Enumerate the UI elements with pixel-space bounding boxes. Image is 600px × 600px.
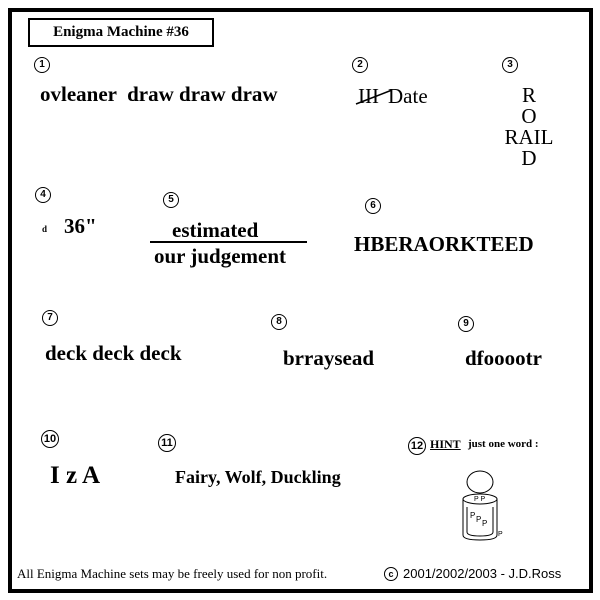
footer-copyright: 2001/2002/2003 - J.D.Ross bbox=[403, 566, 562, 581]
footer-notice: All Enigma Machine sets may be freely us… bbox=[17, 566, 328, 581]
puzzle-3-line: RAIL bbox=[504, 125, 554, 149]
puzzle-5-denominator: our judgement bbox=[154, 244, 287, 268]
puzzle-2-text: Date bbox=[388, 84, 428, 108]
puzzle-number-4: 4 bbox=[35, 187, 51, 203]
jar-lid-letters: P P bbox=[474, 496, 485, 503]
puzzle-number-10: 10 bbox=[41, 430, 59, 448]
page-border bbox=[8, 8, 593, 593]
puzzle-11-text: Fairy, Wolf, Duckling bbox=[175, 467, 341, 487]
puzzle-8-text: brraysead bbox=[283, 346, 374, 370]
puzzle-number-11: 11 bbox=[158, 434, 176, 452]
fraction-line bbox=[150, 241, 307, 243]
strike-line bbox=[355, 89, 393, 105]
jar-outside-letter: P bbox=[498, 531, 503, 538]
puzzle-4-small: d bbox=[42, 224, 48, 234]
page-title: Enigma Machine #36 bbox=[28, 18, 214, 47]
puzzle-number-12: 12 bbox=[408, 437, 426, 455]
puzzle-9-text: dfooootr bbox=[465, 346, 542, 370]
jar-label-letter: P bbox=[482, 519, 487, 528]
jar-illustration: P P P P P P bbox=[462, 470, 503, 541]
puzzle-3-line: R bbox=[521, 83, 536, 107]
puzzle-number-8: 8 bbox=[271, 314, 287, 330]
puzzle-number-6: 6 bbox=[365, 198, 381, 214]
puzzle-number-5: 5 bbox=[163, 192, 179, 208]
puzzle-number-2: 2 bbox=[352, 57, 368, 73]
puzzle-number-3: 3 bbox=[502, 57, 518, 73]
puzzle-number-9: 9 bbox=[458, 316, 474, 332]
puzzle-5-numerator: estimated bbox=[172, 218, 259, 242]
copyright-icon: c bbox=[384, 567, 398, 581]
puzzle-3-line: O bbox=[521, 104, 537, 128]
puzzle-number-7: 7 bbox=[42, 310, 58, 326]
puzzle-1-text: ovleaner draw draw draw bbox=[40, 82, 278, 106]
hint-label: HINT bbox=[430, 437, 461, 451]
puzzle-6-text: HBERAORKTEED bbox=[354, 232, 534, 256]
hint-text: just one word : bbox=[468, 438, 539, 450]
jar-label-letter: P bbox=[470, 511, 475, 520]
puzzle-4-text: 36" bbox=[64, 214, 97, 238]
puzzle-10-text: I z A bbox=[50, 462, 100, 489]
puzzle-number-1: 1 bbox=[34, 57, 50, 73]
puzzle-3-line: D bbox=[521, 146, 537, 170]
jar-label-letter: P bbox=[476, 515, 481, 524]
puzzle-2-struck: III bbox=[358, 84, 379, 108]
puzzle-7-text: deck deck deck bbox=[45, 341, 182, 365]
